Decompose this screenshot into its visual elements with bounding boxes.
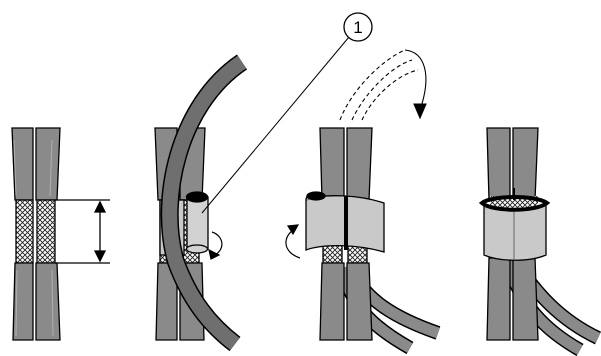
exposed-braided-shield — [16, 200, 55, 263]
cable-pair-bottom — [13, 263, 60, 340]
step-3-sleeve-wrapped — [286, 50, 438, 348]
dashed-motion-arrow-icon — [340, 50, 426, 120]
rotate-arrow-icon — [209, 232, 222, 259]
dimension-arrow — [55, 200, 110, 263]
step-4-sleeve-finished — [482, 128, 598, 350]
rolled-sleeve — [187, 192, 209, 253]
cable-pair-top — [487, 128, 538, 200]
cable-pair-bottom — [487, 258, 538, 340]
rotate-arrow-icon — [286, 225, 300, 258]
shield-sleeve — [306, 192, 384, 252]
cable-pair-top — [12, 128, 60, 200]
cable-pair-top — [320, 128, 372, 200]
step-1-exposed-shield — [12, 128, 110, 340]
callout-label: 1 — [353, 18, 362, 37]
callout-badge: 1 — [344, 13, 372, 41]
